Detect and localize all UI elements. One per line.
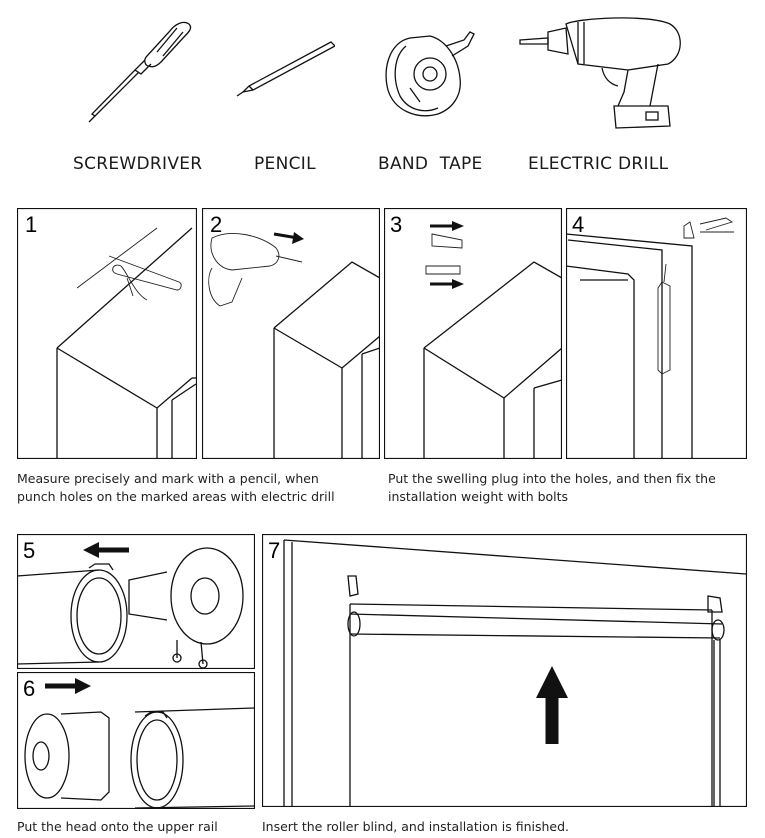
step-number: 2 [210, 212, 222, 237]
step-1-panel: 1 [17, 208, 197, 459]
step-number: 3 [390, 212, 402, 237]
caption-steps-5-6: Put the head onto the upper rail [17, 819, 218, 834]
pencil-icon [236, 41, 335, 97]
tool-label-band-tape: BAND TAPE [378, 154, 483, 174]
caption-steps-1-2: Measure precisely and mark with a pencil… [17, 471, 335, 504]
step-4-panel: 4 [566, 208, 747, 459]
tool-label-screwdriver: SCREWDRIVER [73, 154, 203, 174]
tape-measure-icon [385, 31, 475, 117]
screwdriver-icon [88, 21, 192, 123]
step-number: 4 [572, 212, 584, 237]
tool-label-electric-drill: ELECTRIC DRILL [528, 154, 669, 174]
caption-steps-3-4: Put the swelling plug into the holes, an… [388, 471, 716, 504]
step-7-panel: 7 [262, 534, 747, 807]
caption-step-7: Insert the roller blind, and installatio… [262, 819, 570, 834]
tool-label-pencil: PENCIL [254, 154, 316, 174]
step-number: 6 [23, 676, 35, 701]
step-5-panel: 5 [17, 534, 255, 669]
step-2-panel: 2 [202, 208, 380, 459]
electric-drill-icon [519, 17, 681, 129]
step-number: 7 [268, 538, 280, 563]
step-number: 1 [25, 212, 37, 237]
step-3-panel: 3 [384, 208, 562, 459]
step-6-panel: 6 [17, 672, 255, 809]
step-number: 5 [23, 538, 35, 563]
